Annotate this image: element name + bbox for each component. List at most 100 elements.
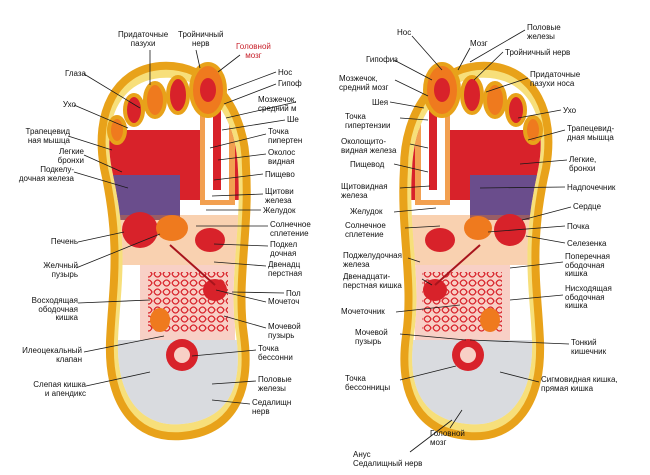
r-label-sigmoid-colon: Сигмовидная кишка, прямая кишка <box>541 375 618 393</box>
leader-line <box>221 119 286 131</box>
leader-line <box>479 186 566 189</box>
leader-line <box>393 207 437 213</box>
leader-line <box>399 185 431 189</box>
leader-line <box>509 261 564 269</box>
label-solar-plexus: Солнечное сплетение <box>270 220 311 238</box>
leader-line <box>499 371 540 383</box>
leader-line <box>399 333 467 341</box>
label-thyroid: Щитови железа <box>265 187 294 205</box>
label-pituitary: Гипоф <box>278 79 302 88</box>
r-label-bladder: Мочевой пузырь <box>355 328 388 346</box>
r-label-transverse-colon: Поперечная ободочная кишка <box>565 252 610 278</box>
leader-line <box>77 231 125 243</box>
label-cerebellum: Мозжечок, средний м <box>258 95 297 113</box>
leader-line <box>83 154 123 173</box>
label-liver: Печень <box>50 237 78 246</box>
r-label-ear: Ухо <box>563 106 577 115</box>
r-label-trigeminal-nerve: Тройничный нерв <box>505 48 571 57</box>
label-bladder: Мочевой пузырь <box>268 322 301 340</box>
leader-line <box>223 83 277 105</box>
leader-line <box>73 104 129 129</box>
left-foot <box>97 61 251 441</box>
r-label-cerebellum: Мозжечок, средний мозг <box>339 74 389 92</box>
leader-line <box>231 291 285 294</box>
leader-line <box>217 153 267 161</box>
label-esophagus: Пищево <box>265 170 295 179</box>
leader-line <box>227 71 277 91</box>
leader-lines <box>67 29 572 453</box>
r-label-heart: Сердце <box>573 202 602 211</box>
leader-line <box>473 51 504 81</box>
label-hypertension-point: Точка пипертен <box>268 127 303 145</box>
leader-line <box>213 173 264 181</box>
r-label-ureter: Мочеточник <box>341 307 385 316</box>
r-label-anus-sciatic: Анус Седалищный нерв <box>353 450 423 468</box>
liver-zone <box>122 212 158 248</box>
leader-line <box>394 79 429 97</box>
leader-line <box>77 299 151 304</box>
label-stomach: Желудок <box>263 206 296 215</box>
r-label-solar-plexus: Солнечное сплетение <box>345 221 386 239</box>
r-label-pituitary: Гипофиз <box>366 55 398 64</box>
r-label-pancreas: Поджелудочная железа <box>343 251 402 269</box>
label-trigeminal-nerve: Тройничный нерв <box>178 30 224 48</box>
leader-line <box>213 261 267 267</box>
r-label-neck: Шея <box>372 98 389 107</box>
leader-line <box>215 289 267 303</box>
leader-line <box>411 35 443 71</box>
label-ear: Ухо <box>62 100 76 109</box>
leader-line <box>485 77 529 93</box>
leader-line <box>517 109 562 119</box>
label-nose: Нос <box>278 68 293 77</box>
leader-line <box>469 29 526 63</box>
leader-line <box>83 73 141 109</box>
label-ureter: Мочеточ <box>268 297 300 306</box>
leader-line <box>195 49 201 69</box>
label-sciatic-nerve: Седалищн нерв <box>252 398 292 416</box>
r-label-insomnia-point: Точка бессонницы <box>345 374 391 392</box>
leader-line <box>469 339 570 345</box>
label-ascending-colon: Восходящая ободочная кишка <box>31 296 78 322</box>
leader-line <box>211 399 251 405</box>
leader-line <box>525 235 566 244</box>
leader-line <box>449 409 463 429</box>
r-label-spleen: Селезенка <box>567 239 607 248</box>
leader-line <box>399 117 429 121</box>
label-parathyroid: Околос видная <box>268 148 296 166</box>
r-label-thyroid: Щитовидная железа <box>341 182 388 200</box>
label-pancreas: Подкел дочная <box>270 240 298 258</box>
label-gallbladder: Желчный пузырь <box>43 261 78 279</box>
leader-line <box>83 335 165 353</box>
leader-line <box>209 133 267 149</box>
leader-line <box>213 243 269 247</box>
label-sinuses: Придаточные пазухи <box>118 30 169 48</box>
r-label-adrenal: Надпочечник <box>567 183 616 192</box>
leader-line <box>211 193 264 197</box>
leader-line <box>487 225 566 233</box>
label-trapezius: Трапецевид ная мышца <box>25 127 70 145</box>
leader-line <box>75 233 161 269</box>
r-label-small-intestine: Тонкий кишечник <box>571 338 607 356</box>
label-genitals-partial: Пол <box>286 289 301 298</box>
r-label-nose: Нос <box>397 28 412 37</box>
label-pancreas-top: Подкелу- дочная железа <box>18 165 74 183</box>
left-toes <box>107 62 227 145</box>
r-label-brain-bottom: Головной мозг <box>430 429 465 447</box>
r-label-hypertension-point: Точка гипертензии <box>345 112 391 130</box>
leader-line <box>191 349 257 357</box>
leader-line <box>404 225 441 229</box>
leader-line <box>211 380 257 385</box>
leader-line <box>85 371 151 387</box>
label-ileocecal-valve: Илеоцекальный клапан <box>22 346 82 364</box>
leader-line <box>509 294 564 301</box>
leader-line <box>399 365 457 381</box>
right-foot <box>399 61 553 441</box>
leader-line <box>407 257 421 263</box>
label-neck: Ше <box>287 115 299 124</box>
label-lungs: Легкие бронхи <box>57 147 84 165</box>
label-insomnia-point: Точка бессонни <box>258 344 293 362</box>
leader-line <box>67 135 113 151</box>
leader-line <box>527 129 566 141</box>
